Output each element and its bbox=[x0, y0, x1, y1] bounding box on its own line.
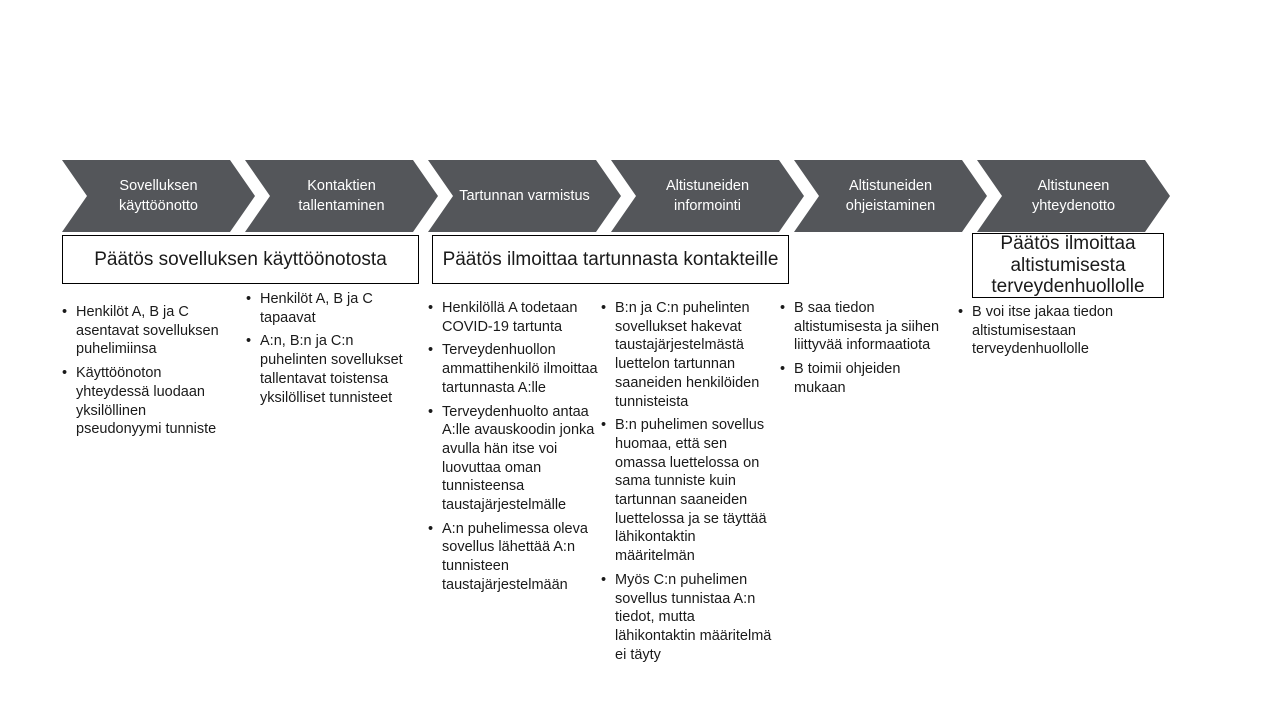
bullet-item: B saa tiedon altistumisesta ja siihen li… bbox=[780, 299, 952, 355]
bullet-item: Henkilöt A, B ja C tapaavat bbox=[246, 290, 422, 327]
bullet-item: Myös C:n puhelimen sovellus tunnistaa A:… bbox=[601, 571, 773, 665]
chevron-step-1: Sovelluksen käyttöönotto bbox=[62, 160, 255, 232]
chevron-step-2-label: Kontaktien tallentaminen bbox=[298, 178, 385, 214]
bullet-list-2: Henkilöt A, B ja C tapaavatA:n, B:n ja C… bbox=[246, 290, 422, 407]
bullet-list-3: Henkilöllä A todetaan COVID-19 tartuntaT… bbox=[428, 299, 600, 595]
bullet-column-4: B:n ja C:n puhelinten sovellukset hakeva… bbox=[601, 299, 773, 664]
bullet-column-5: B saa tiedon altistumisesta ja siihen li… bbox=[780, 299, 952, 398]
bullet-item: Käyttöönoton yhteydessä luodaan yksilöll… bbox=[62, 364, 234, 439]
bullet-column-6: B voi itse jakaa tiedon altistumisestaan… bbox=[958, 303, 1134, 359]
bullet-list-6: B voi itse jakaa tiedon altistumisestaan… bbox=[958, 303, 1134, 359]
bullet-list-1: Henkilöt A, B ja C asentavat sovelluksen… bbox=[62, 303, 234, 439]
chevron-step-6-label: Altistuneen yhteydenotto bbox=[1031, 178, 1116, 214]
bullet-item: Terveydenhuolto antaa A:lle avauskoodin … bbox=[428, 403, 600, 515]
decision-box-app-adoption-label: Päätös sovelluksen käyttöönotosta bbox=[94, 248, 387, 270]
chevron-step-5: Altistuneiden ohjeistaminen bbox=[794, 160, 987, 232]
bullet-item: Terveydenhuollon ammattihenkilö ilmoitta… bbox=[428, 341, 600, 397]
bullet-item: B:n ja C:n puhelinten sovellukset hakeva… bbox=[601, 299, 773, 411]
bullet-column-3: Henkilöllä A todetaan COVID-19 tartuntaT… bbox=[428, 299, 600, 595]
bullet-item: A:n puhelimessa oleva sovellus lähettää … bbox=[428, 520, 600, 595]
bullet-item: Henkilöllä A todetaan COVID-19 tartunta bbox=[428, 299, 600, 336]
chevron-step-6: Altistuneen yhteydenotto bbox=[977, 160, 1170, 232]
bullet-list-5: B saa tiedon altistumisesta ja siihen li… bbox=[780, 299, 952, 398]
bullet-column-1: Henkilöt A, B ja C asentavat sovelluksen… bbox=[62, 303, 234, 439]
chevron-step-4: Altistuneiden informointi bbox=[611, 160, 804, 232]
chevron-step-3: Tartunnan varmistus bbox=[428, 160, 621, 232]
bullet-list-4: B:n ja C:n puhelinten sovellukset hakeva… bbox=[601, 299, 773, 664]
decision-box-app-adoption: Päätös sovelluksen käyttöönotosta bbox=[62, 235, 419, 284]
chevron-row: Sovelluksen käyttöönotto Kontaktien tall… bbox=[62, 160, 1170, 232]
decision-box-notify-contacts-label: Päätös ilmoittaa tartunnasta kontakteill… bbox=[442, 248, 779, 270]
bullet-column-2: Henkilöt A, B ja C tapaavatA:n, B:n ja C… bbox=[246, 290, 422, 407]
chevron-step-5-label: Altistuneiden ohjeistaminen bbox=[845, 178, 936, 214]
decision-box-notify-healthcare-label: Päätös ilmoittaa altistumisesta terveyde… bbox=[991, 233, 1145, 298]
bullet-item: B:n puhelimen sovellus huomaa, että sen … bbox=[601, 416, 773, 566]
chevron-step-4-label: Altistuneiden informointi bbox=[665, 178, 750, 214]
chevron-step-3-label: Tartunnan varmistus bbox=[459, 188, 590, 204]
decision-box-notify-healthcare: Päätös ilmoittaa altistumisesta terveyde… bbox=[972, 233, 1164, 298]
chevron-step-1-label: Sovelluksen käyttöönotto bbox=[119, 178, 198, 214]
bullet-item: Henkilöt A, B ja C asentavat sovelluksen… bbox=[62, 303, 234, 359]
chevron-step-2: Kontaktien tallentaminen bbox=[245, 160, 438, 232]
bullet-item: B voi itse jakaa tiedon altistumisestaan… bbox=[958, 303, 1134, 359]
bullet-item: B toimii ohjeiden mukaan bbox=[780, 360, 952, 397]
bullet-item: A:n, B:n ja C:n puhelinten sovellukset t… bbox=[246, 332, 422, 407]
decision-box-notify-contacts: Päätös ilmoittaa tartunnasta kontakteill… bbox=[432, 235, 789, 284]
